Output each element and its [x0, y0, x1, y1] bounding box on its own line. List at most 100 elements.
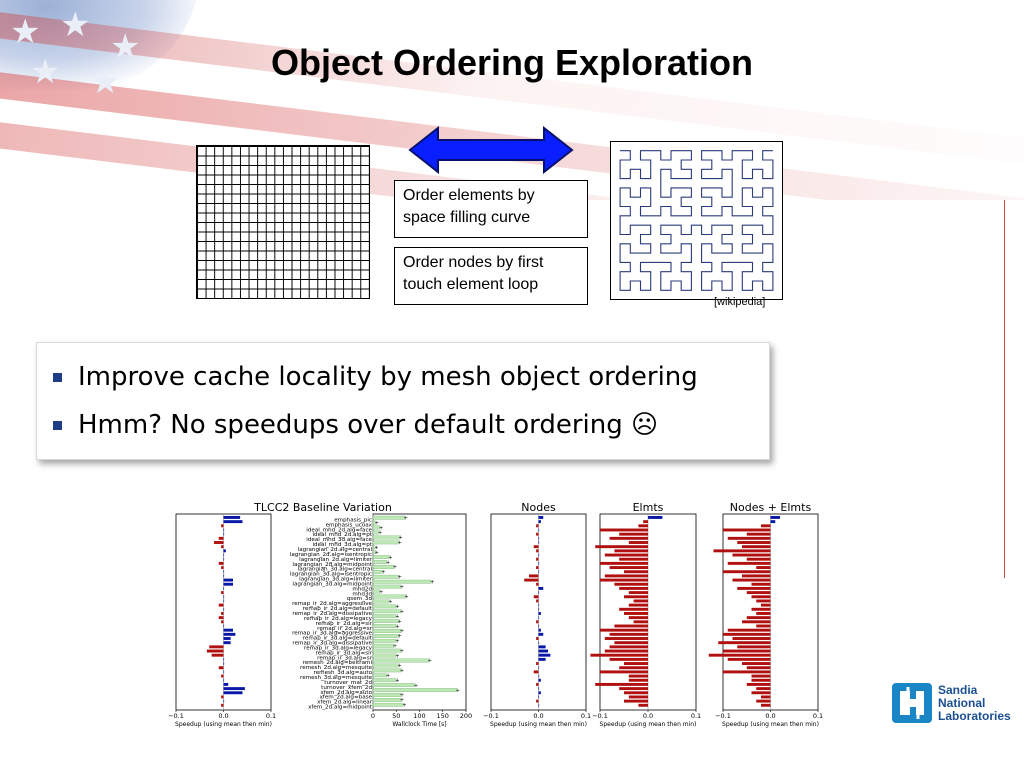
- tick-label: 0.0: [218, 712, 228, 720]
- error-marker: +: [381, 570, 385, 576]
- chart-bar: [604, 574, 648, 578]
- category-label: remap_ir_2d.alg=legacy: [304, 616, 373, 622]
- error-marker: +: [400, 668, 404, 674]
- chart-bar: [538, 657, 546, 661]
- chart-bar: [372, 589, 381, 594]
- hilbert-curve-path: [619, 150, 774, 291]
- chart-bar: [628, 616, 648, 620]
- bullet-square-icon: [53, 420, 62, 430]
- chart-bar: [619, 687, 648, 691]
- chart-bar: [206, 649, 224, 653]
- tick-label: −0.1: [168, 712, 184, 720]
- chart-bar: [708, 653, 771, 657]
- bullet-square-icon: [53, 372, 62, 382]
- chart-bar: [223, 691, 243, 695]
- chart-bar: [604, 637, 648, 640]
- chart-bar: [372, 634, 399, 638]
- chart-bar: [638, 703, 648, 707]
- chart-bar: [536, 549, 539, 553]
- chart-bar: [538, 528, 540, 532]
- chart-bar: [770, 516, 780, 519]
- category-label: remap_ir_2d.alg=sr: [317, 626, 373, 632]
- chart-bar: [609, 536, 648, 540]
- error-marker: +: [456, 688, 460, 694]
- chart-bar: [538, 561, 540, 565]
- chart-bar: [538, 624, 540, 628]
- category-label: qsem_3d: [347, 596, 373, 602]
- chart-bar: [727, 657, 771, 661]
- axis-label: Speedup (using mean then min): [490, 721, 587, 728]
- chart-bar: [538, 695, 540, 699]
- tick-label: 50: [392, 712, 400, 720]
- double-arrow-icon: [408, 126, 574, 174]
- chart-bar: [624, 691, 648, 695]
- chart-bar: [614, 582, 648, 586]
- error-marker: +: [374, 545, 378, 551]
- chart-bar: [742, 545, 771, 549]
- chart-bar: [221, 591, 224, 595]
- chart-bar: [223, 574, 225, 578]
- chart-bar: [536, 566, 539, 570]
- chart-bar: [761, 703, 771, 707]
- error-marker: +: [386, 673, 390, 679]
- chart-bar: [538, 691, 541, 695]
- chart-bar: [372, 668, 402, 673]
- chart-bar: [761, 524, 771, 528]
- tick-label: 0.1: [581, 712, 591, 720]
- chart-bar: [538, 666, 540, 670]
- chart-bar: [538, 553, 540, 557]
- chart-bar: [223, 582, 233, 586]
- error-marker: +: [405, 594, 409, 600]
- chart-bar: [221, 695, 224, 699]
- error-marker: +: [398, 663, 402, 669]
- chart-bar: [223, 682, 229, 686]
- chart-bar: [223, 637, 231, 640]
- chart-bar: [223, 599, 225, 603]
- error-marker: +: [388, 599, 392, 605]
- chart-bar: [538, 612, 541, 615]
- chart-bar: [538, 541, 540, 544]
- chart-bar: [624, 699, 648, 703]
- chart-bar: [628, 695, 648, 699]
- error-marker: +: [398, 634, 402, 640]
- chart-bar: [538, 603, 540, 607]
- chart-bar: [595, 545, 648, 549]
- chart-bar: [742, 620, 771, 624]
- chart-bar: [633, 620, 648, 624]
- bullet-box: Improve cache locality by mesh object or…: [36, 342, 770, 460]
- star-icon: ★: [10, 13, 41, 51]
- error-marker: +: [388, 555, 392, 561]
- chart-bar: [624, 595, 648, 599]
- tick-label: 0.0: [643, 712, 653, 720]
- chart-bar: [221, 612, 224, 615]
- category-label: remap_ir_3d.alg=sr: [317, 655, 373, 661]
- chart-bar: [727, 536, 771, 540]
- chart-bar: [536, 620, 539, 624]
- chart-bar: [742, 662, 771, 666]
- chart-bar: [718, 641, 771, 645]
- chart-bar: [218, 603, 224, 607]
- chart-bar: [214, 541, 224, 544]
- chart-bar: [609, 632, 648, 636]
- chart-bar: [713, 549, 771, 553]
- star-icon: ★: [90, 63, 121, 101]
- chart-bar: [223, 516, 241, 519]
- chart-bar: [538, 645, 546, 649]
- error-marker: +: [400, 609, 404, 615]
- category-label: remesh_2d.alg=beltrami: [303, 660, 373, 666]
- chart-bar: [533, 545, 539, 549]
- chart-bar: [223, 678, 225, 682]
- chart-bar: [372, 698, 402, 702]
- chart-bar: [536, 557, 539, 561]
- chart-bar: [536, 532, 539, 536]
- chart-bar: [536, 524, 539, 528]
- chart-bar: [211, 653, 224, 657]
- error-marker: +: [398, 575, 402, 581]
- chart-bar: [538, 628, 541, 632]
- chart-bar: [221, 545, 224, 549]
- chart-bar: [223, 687, 245, 691]
- chart-bar: [732, 637, 771, 640]
- chart-bar: [756, 566, 771, 570]
- chart-bar: [600, 670, 648, 674]
